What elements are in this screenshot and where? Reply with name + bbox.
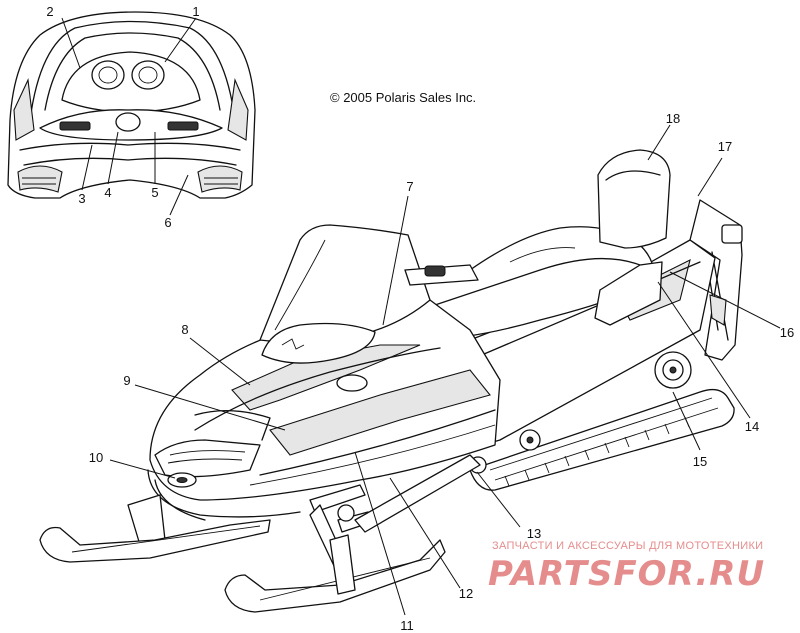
callout-18: 18 — [666, 111, 680, 126]
callout-9: 9 — [123, 373, 130, 388]
callout-12: 12 — [459, 586, 473, 601]
copyright-text: © 2005 Polaris Sales Inc. — [330, 90, 476, 105]
callout-5: 5 — [151, 185, 158, 200]
callout-3: 3 — [78, 191, 85, 206]
callout-11: 11 — [400, 618, 414, 633]
watermark-brand: PARTSFOR.RU — [488, 554, 765, 594]
watermark: ЗАПЧАСТИ И АКСЕССУАРЫ ДЛЯ МОТОТЕХНИКИ PA… — [488, 540, 765, 594]
snowmobile-drawing — [39, 149, 743, 613]
dashboard-inset — [7, 11, 256, 199]
callout-14: 14 — [745, 419, 759, 434]
callout-16: 16 — [780, 325, 794, 340]
callout-4: 4 — [104, 185, 111, 200]
leader-lines — [61, 17, 781, 616]
callout-17: 17 — [718, 139, 732, 154]
callout-10: 10 — [89, 450, 103, 465]
callout-1: 1 — [192, 4, 199, 19]
callout-2: 2 — [46, 4, 53, 19]
callout-8: 8 — [181, 322, 188, 337]
callout-13: 13 — [527, 526, 541, 541]
watermark-tagline: ЗАПЧАСТИ И АКСЕССУАРЫ ДЛЯ МОТОТЕХНИКИ — [492, 540, 763, 552]
callout-15: 15 — [693, 454, 707, 469]
callout-7: 7 — [406, 179, 413, 194]
callout-6: 6 — [164, 215, 171, 230]
callout-labels: 1 2 3 4 5 6 7 8 9 10 11 12 13 14 15 16 1… — [46, 4, 794, 633]
